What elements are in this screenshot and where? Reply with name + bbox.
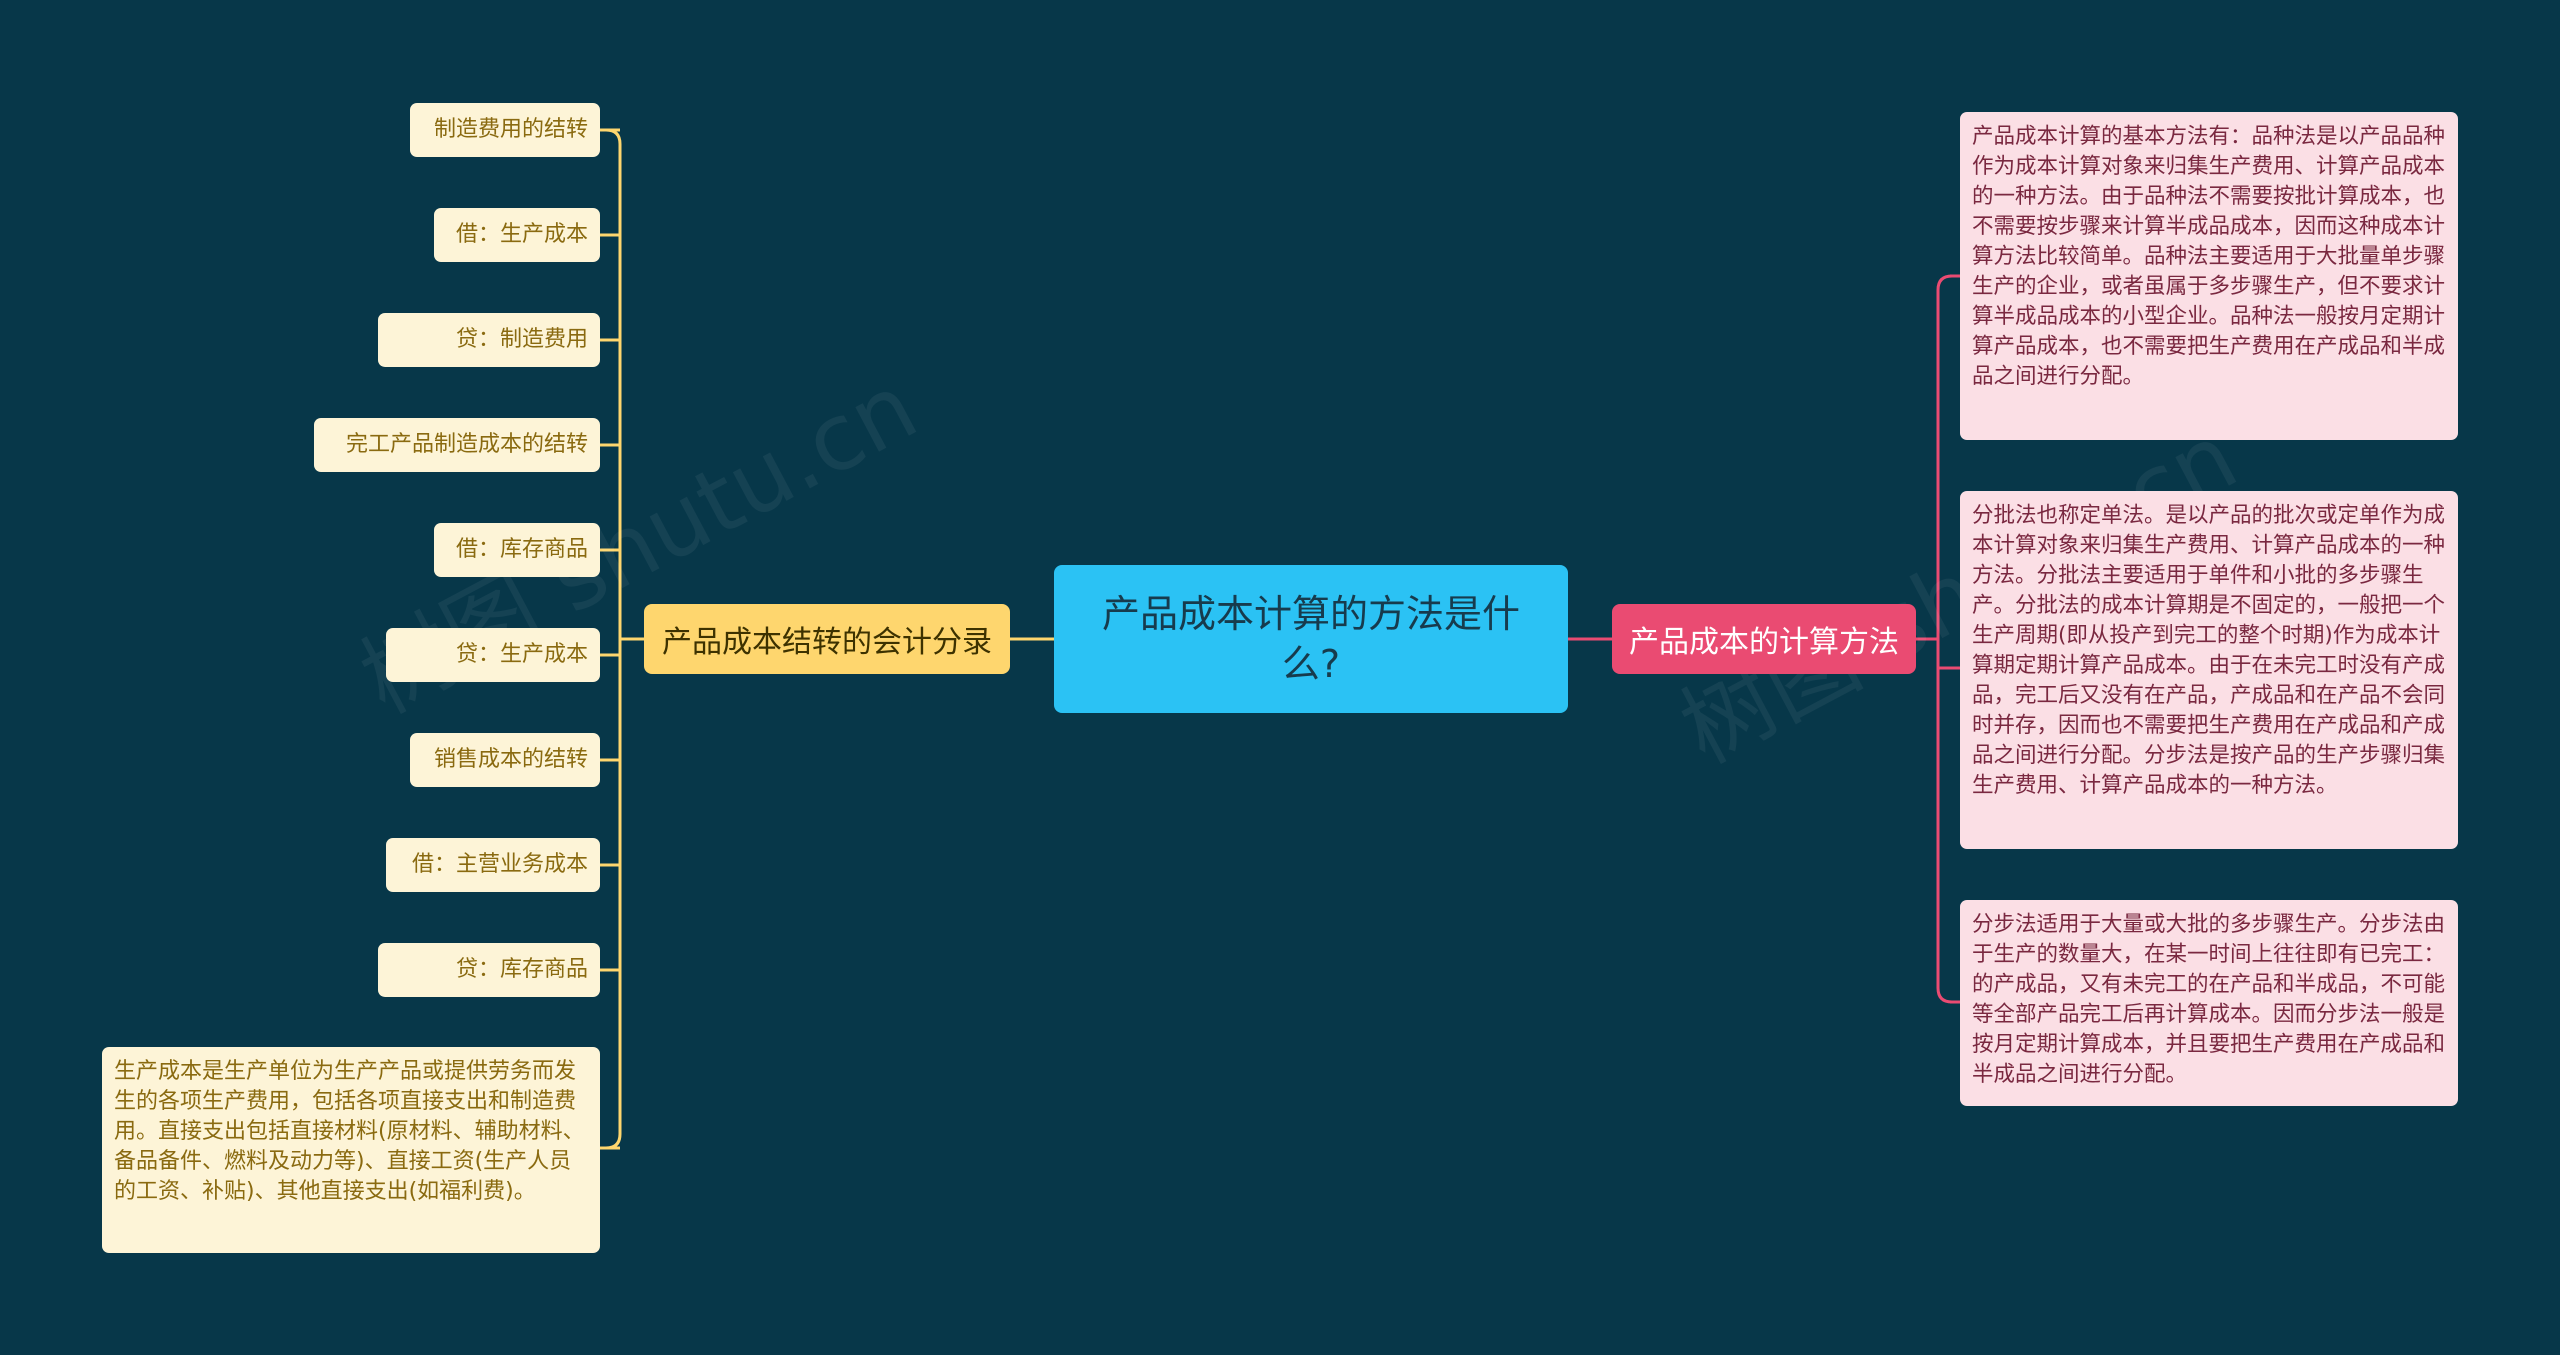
leaf-left-4[interactable]: 借：库存商品: [434, 523, 600, 577]
connector-left-ticks: [600, 128, 620, 1150]
leaf-left-9[interactable]: 生产成本是生产单位为生产产品或提供劳务而发生的各项生产费用，包括各项直接支出和制…: [102, 1047, 600, 1253]
connector-right-ticks: [1938, 274, 1960, 1004]
branch-accounting-entries[interactable]: 产品成本结转的会计分录: [644, 604, 1010, 674]
leaf-left-2-label: 贷：制造费用: [455, 327, 588, 352]
branch-calculation-methods-label: 产品成本的计算方法: [1629, 625, 1899, 660]
branch-accounting-entries-label: 产品成本结转的会计分录: [662, 625, 992, 660]
leaf-left-6[interactable]: 销售成本的结转: [410, 733, 600, 787]
connector-left-spine: [605, 128, 622, 1150]
leaf-left-6-label: 销售成本的结转: [433, 747, 588, 772]
central-topic[interactable]: 产品成本计算的方法是什么?: [1054, 565, 1568, 713]
central-topic-label: 产品成本计算的方法是什么?: [1101, 592, 1520, 686]
leaf-left-0[interactable]: 制造费用的结转: [410, 103, 600, 157]
leaf-left-9-label: 生产成本是生产单位为生产产品或提供劳务而发生的各项生产费用，包括各项直接支出和制…: [114, 1059, 585, 1204]
leaf-left-8-label: 贷：库存商品: [455, 957, 588, 982]
leaf-right-0-label: 产品成本计算的基本方法有：品种法是以产品品种作为成本计算对象来归集生产费用、计算…: [1972, 124, 2446, 389]
leaf-left-1-label: 借：生产成本: [455, 222, 588, 247]
leaf-right-2[interactable]: 分步法适用于大量或大批的多步骤生产。分步法由于生产的数量大，在某一时间上往往即有…: [1960, 900, 2458, 1106]
leaf-right-1-label: 分批法也称定单法。是以产品的批次或定单作为成本计算对象来归集生产费用、计算产品成…: [1972, 503, 2446, 798]
leaf-left-7-label: 借：主营业务成本: [411, 852, 588, 877]
leaf-right-1[interactable]: 分批法也称定单法。是以产品的批次或定单作为成本计算对象来归集生产费用、计算产品成…: [1960, 491, 2458, 849]
leaf-left-1[interactable]: 借：生产成本: [434, 208, 600, 262]
leaf-left-3[interactable]: 完工产品制造成本的结转: [314, 418, 600, 472]
leaf-right-0[interactable]: 产品成本计算的基本方法有：品种法是以产品品种作为成本计算对象来归集生产费用、计算…: [1960, 112, 2458, 440]
leaf-left-4-label: 借：库存商品: [455, 537, 588, 562]
leaf-right-2-label: 分步法适用于大量或大批的多步骤生产。分步法由于生产的数量大，在某一时间上往往即有…: [1972, 912, 2446, 1087]
leaf-left-5[interactable]: 贷：生产成本: [386, 628, 600, 682]
branch-calculation-methods[interactable]: 产品成本的计算方法: [1612, 604, 1916, 674]
leaf-left-8[interactable]: 贷：库存商品: [378, 943, 600, 997]
connector-right-spine: [1936, 274, 1953, 1004]
leaf-left-2[interactable]: 贷：制造费用: [378, 313, 600, 367]
leaf-left-7[interactable]: 借：主营业务成本: [386, 838, 600, 892]
leaf-left-3-label: 完工产品制造成本的结转: [345, 432, 588, 457]
leaf-left-0-label: 制造费用的结转: [433, 117, 588, 142]
leaf-left-5-label: 贷：生产成本: [455, 642, 588, 667]
